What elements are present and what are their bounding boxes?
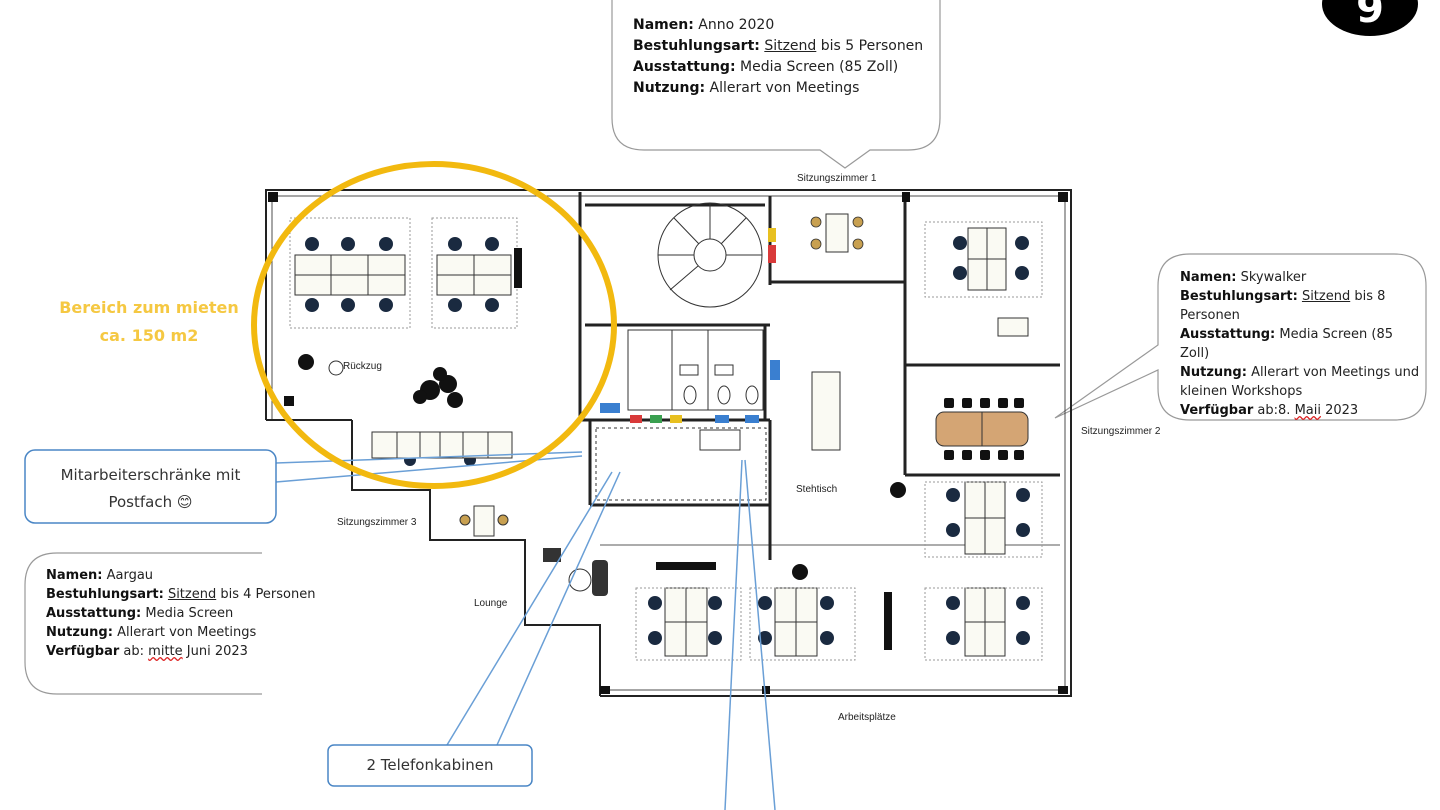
label-sitzungszimmer1: Sitzungszimmer 1 bbox=[797, 173, 877, 184]
smile-emoji-icon: 😊 bbox=[176, 493, 193, 511]
label-rueckzug: Rückzug bbox=[343, 361, 382, 372]
kitchen bbox=[595, 427, 767, 501]
rental-area-label-line2: ca. 150 m2 bbox=[99, 326, 199, 345]
label-sitzungszimmer2: Sitzungszimmer 2 bbox=[1081, 426, 1161, 437]
slide-number-text: 9 bbox=[1356, 0, 1384, 32]
spiral-staircase bbox=[657, 202, 763, 308]
aargau-info: Namen: Aargau Bestuhlungsart: Sitzend bi… bbox=[46, 568, 316, 659]
bubble-anno2020 bbox=[611, 0, 941, 169]
rental-area-highlight bbox=[251, 161, 617, 489]
phone-booths-callout: 2 Telefonkabinen bbox=[366, 756, 494, 774]
lockers-callout-box bbox=[24, 449, 277, 524]
anno2020-info: Namen: Anno 2020 Bestuhlungsart: Sitzend… bbox=[633, 17, 924, 96]
skywalker-info: Namen: Skywalker Bestuhlungsart: Sitzend… bbox=[1180, 270, 1420, 418]
meeting-table-sitzungszimmer1 bbox=[810, 213, 864, 253]
phone-booths-callout-box bbox=[327, 744, 533, 787]
label-stehtisch: Stehtisch bbox=[796, 484, 838, 495]
meeting-table-sitzungszimmer2 bbox=[935, 398, 1029, 460]
lockers-row bbox=[371, 431, 513, 459]
restrooms bbox=[627, 329, 764, 411]
rental-area-label-line1: Bereich zum mieten bbox=[59, 298, 239, 317]
label-sitzungszimmer3: Sitzungszimmer 3 bbox=[337, 517, 417, 528]
label-arbeitsplaetze: Arbeitsplätze bbox=[838, 712, 896, 723]
label-lounge: Lounge bbox=[474, 598, 508, 609]
lounge-furniture bbox=[328, 360, 608, 596]
plants bbox=[298, 354, 906, 580]
meeting-table-sitzungszimmer3 bbox=[459, 505, 509, 537]
desk-group-left-top bbox=[289, 217, 518, 329]
bubble-skywalker bbox=[1054, 253, 1427, 421]
lockers-callout: Mitarbeiterschränke mit Postfach 😊 bbox=[60, 466, 241, 511]
rental-area-label: Bereich zum mieten ca. 150 m2 bbox=[56, 294, 242, 350]
